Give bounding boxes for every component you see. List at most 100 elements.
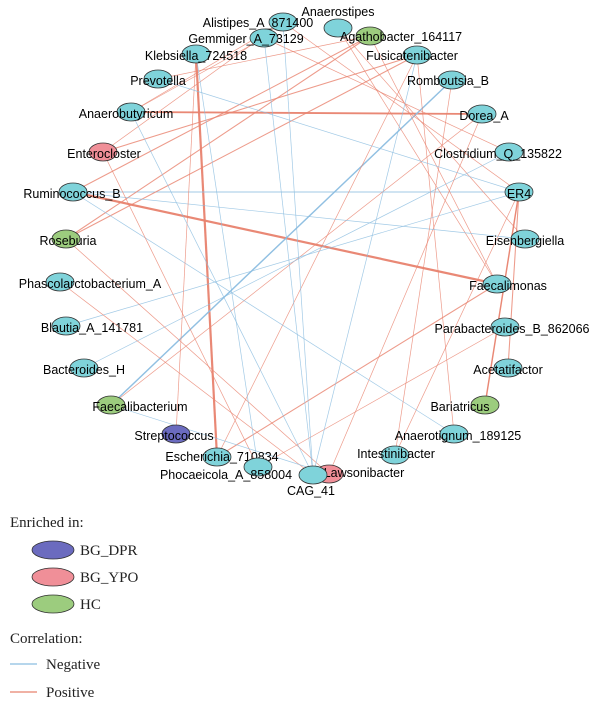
node-label-enterocloster: Enterocloster — [67, 147, 141, 161]
node-shape-acetatifactor — [493, 358, 523, 378]
node-shape-blautia — [51, 316, 81, 336]
node-shape-eisenbergiella — [510, 229, 540, 249]
node-label-phocaeicola: Phocaeicola_A_858004 — [160, 468, 292, 482]
legend-swatch-bg-dpr — [31, 540, 75, 560]
node-shape-er4 — [504, 182, 534, 202]
edge-prevotella-er4 — [157, 78, 520, 193]
node-shape-roseburia — [51, 229, 81, 249]
node-label-anaerotignum: Anaerotignum_189125 — [395, 429, 522, 443]
node-label-er4: ER4 — [507, 187, 531, 201]
node-label-blautia: Blautia_A_141781 — [41, 321, 143, 335]
edge-anaerobutyricum-gemmiger — [130, 37, 265, 113]
edge-romboutsia-intestinibacter — [394, 79, 453, 456]
edge-agathobacter-faecalimonas — [369, 35, 498, 285]
node-label-dorea: Dorea_A — [459, 109, 509, 123]
node-label-agathobacter: Agathobacter_164117 — [340, 30, 462, 44]
edge-roseburia-lawsonibacter — [65, 238, 330, 475]
legend-item-negative: Negative — [10, 657, 100, 673]
node-shape-anaerostipes — [323, 18, 353, 38]
node-label-parabacteroides: Parabacteroides_B_862066 — [435, 322, 590, 336]
edge-er4-blautia — [65, 191, 520, 327]
nodes-layer: AnaerostipesAlistipes_A_871400Agathobact… — [19, 5, 590, 498]
node-shape-fusicatenibacter — [402, 45, 432, 65]
node-lawsonibacter: Lawsonibacter — [314, 464, 405, 484]
node-bariatricus: Bariatricus — [430, 395, 500, 415]
node-eisenbergiella: Eisenbergiella — [486, 229, 564, 249]
node-shape-faecalibacterium — [96, 395, 126, 415]
node-roseburia: Roseburia — [40, 229, 97, 249]
legend-item-bg-ypo: BG_YPO — [31, 567, 139, 587]
node-phascolarctobacterium: Phascolarctobacterium_A — [19, 272, 162, 292]
legend: Enriched in: BG_DPR BG_YPO HC Correlatio… — [10, 515, 139, 701]
legend-label-bg-ypo: BG_YPO — [80, 570, 139, 586]
edge-parabacteroides-phocaeicola — [257, 326, 506, 468]
node-phocaeicola: Phocaeicola_A_858004 — [160, 457, 292, 482]
legend-item-hc: HC — [31, 594, 101, 614]
edge-klebsiella-escherichia — [194, 53, 219, 458]
edge-roseburia-agathobacter — [65, 35, 371, 240]
node-shape-cag41 — [298, 465, 328, 485]
node-shape-phocaeicola — [243, 457, 273, 477]
edge-fusicatenibacter-cag41 — [312, 54, 418, 476]
node-shape-agathobacter — [355, 26, 385, 46]
node-alistipes: Alistipes_A_871400 — [203, 12, 314, 32]
edge-faecalibacterium-lawsonibacter — [110, 404, 330, 475]
edge-ruminococcus-anaerotignum — [72, 191, 455, 435]
edge-anaerostipes-faecalimonas — [337, 27, 498, 285]
node-label-cag41: CAG_41 — [287, 484, 335, 498]
node-shape-klebsiella — [181, 44, 211, 64]
node-label-alistipes: Alistipes_A_871400 — [203, 16, 314, 30]
node-shape-romboutsia — [437, 70, 467, 90]
node-label-bacteroides: Bacteroides_H — [43, 363, 125, 377]
node-intestinibacter: Intestinibacter — [357, 445, 435, 465]
edge-prevotella-agathobacter — [157, 35, 371, 80]
node-faecalibacterium: Faecalibacterium — [92, 395, 188, 415]
node-shape-gemmiger — [249, 28, 279, 48]
edge-anaerostipes-eisenbergiella — [337, 27, 526, 240]
legend-item-positive: Positive — [10, 685, 95, 701]
legend-label-positive: Positive — [46, 685, 95, 701]
node-label-clostridium: Clostridium_Q_135822 — [434, 147, 562, 161]
edge-klebsiella-phocaeicola — [195, 53, 259, 468]
node-anaerostipes: Anaerostipes — [302, 5, 375, 38]
node-label-faecalibacterium: Faecalibacterium — [92, 400, 187, 414]
edge-ruminococcus-eisenbergiella — [72, 191, 526, 240]
node-label-lawsonibacter: Lawsonibacter — [324, 466, 405, 480]
node-label-anaerostipes: Anaerostipes — [302, 5, 375, 19]
node-label-anaerobutyricum: Anaerobutyricum — [79, 107, 174, 121]
node-shape-anaerotignum — [439, 424, 469, 444]
edge-phascolarctobacterium-cag41 — [59, 281, 314, 476]
node-er4: ER4 — [504, 182, 534, 202]
node-shape-clostridium — [494, 142, 524, 162]
node-dorea: Dorea_A — [459, 104, 509, 124]
edge-enterocloster-phocaeicola — [102, 151, 259, 468]
edge-er4-acetatifactor — [507, 191, 520, 369]
node-streptococcus: Streptococcus — [134, 424, 214, 444]
edge-streptococcus-klebsiella — [175, 53, 197, 435]
node-acetatifactor: Acetatifactor — [473, 358, 543, 378]
node-anaerotignum: Anaerotignum_189125 — [395, 424, 522, 444]
node-shape-ruminococcus — [58, 182, 88, 202]
node-shape-bacteroides — [69, 358, 99, 378]
node-parabacteroides: Parabacteroides_B_862066 — [435, 317, 590, 337]
edge-alistipes-cag41 — [282, 21, 314, 476]
node-shape-intestinibacter — [380, 445, 410, 465]
node-shape-escherichia — [202, 447, 232, 467]
node-shape-streptococcus — [161, 424, 191, 444]
node-blautia: Blautia_A_141781 — [41, 316, 143, 336]
node-shape-prevotella — [143, 69, 173, 89]
node-label-bariatricus: Bariatricus — [430, 400, 489, 414]
node-ruminococcus: Ruminococcus_B — [23, 182, 121, 202]
edge-faecalimonas-escherichia — [216, 283, 498, 458]
node-shape-enterocloster — [88, 142, 118, 162]
node-romboutsia: Romboutsia_B — [407, 70, 489, 90]
node-shape-parabacteroides — [490, 317, 520, 337]
node-shape-alistipes — [268, 12, 298, 32]
legend-swatch-hc — [31, 594, 75, 614]
legend-enriched-title: Enriched in: — [10, 515, 84, 531]
legend-label-hc: HC — [80, 597, 101, 613]
node-gemmiger: Gemmiger_A_73129 — [188, 28, 304, 48]
edge-gemmiger-clostridium — [263, 37, 510, 153]
edge-ruminococcus-faecalimonas — [72, 190, 498, 286]
edge-dorea-lawsonibacter — [328, 113, 483, 475]
